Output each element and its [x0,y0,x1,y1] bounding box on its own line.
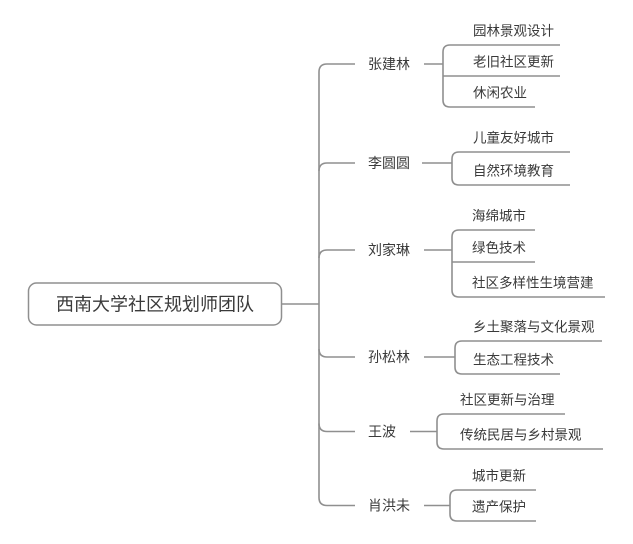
leaf-label[interactable]: 儿童友好城市 [473,130,554,146]
branch-4-label[interactable]: 孙松林 [368,349,410,365]
leaf-label[interactable]: 乡土聚落与文化景观 [473,320,595,335]
branch-stub-5 [318,423,355,433]
branch-4-children-bracket [454,340,602,375]
branch-5-label[interactable]: 王波 [368,424,396,440]
leaf-label[interactable]: 海绵城市 [472,208,526,224]
leaf-label[interactable]: 休闲农业 [473,86,527,101]
branch-2-children-bracket [451,151,570,186]
branch-3-children-bracket [451,229,605,298]
root-node-box[interactable] [27,282,283,326]
leaf-label[interactable]: 自然环境教育 [473,163,554,179]
branch-3: 刘家琳 海绵城市 绿色技术 社区多样性生境营建 [368,208,605,298]
branch-1: 张建林 园林景观设计 老旧社区更新 休闲农业 [368,24,560,108]
branch-5-children-bracket [436,413,603,450]
leaf-label[interactable]: 社区更新与治理 [460,393,555,408]
branch-stub-2 [318,162,355,172]
branch-2-label[interactable]: 李圆圆 [368,155,410,171]
leaf-label[interactable]: 生态工程技术 [473,353,554,368]
branch-stub-4 [318,348,355,358]
branch-1-label[interactable]: 张建林 [368,56,410,72]
spine-connector [318,63,355,507]
leaf-label[interactable]: 绿色技术 [472,240,526,256]
root-node[interactable]: 西南大学社区规划师团队 [27,282,283,326]
branch-1-children-bracket [442,44,560,108]
leaf-label[interactable]: 园林景观设计 [473,24,554,39]
leaf-label[interactable]: 社区多样性生境营建 [472,275,594,291]
branch-2: 李圆圆 儿童友好城市 自然环境教育 [368,130,570,186]
leaf-label[interactable]: 传统民居与乡村景观 [460,428,582,443]
branch-6-children-bracket [449,489,536,522]
branch-3-label[interactable]: 刘家琳 [368,242,410,258]
branch-6-label[interactable]: 肖洪未 [368,498,410,514]
branch-5: 王波 社区更新与治理 传统民居与乡村景观 [368,393,603,450]
trunk-connectors [281,63,355,507]
branch-6: 肖洪未 城市更新 遗产保护 [368,468,536,522]
root-node-label: 西南大学社区规划师团队 [56,295,254,315]
branch-stub-3 [318,249,355,259]
branch-4: 孙松林 乡土聚落与文化景观 生态工程技术 [368,320,602,375]
leaf-label[interactable]: 遗产保护 [472,500,526,515]
leaf-label[interactable]: 城市更新 [472,468,526,484]
leaf-label[interactable]: 老旧社区更新 [473,55,554,70]
